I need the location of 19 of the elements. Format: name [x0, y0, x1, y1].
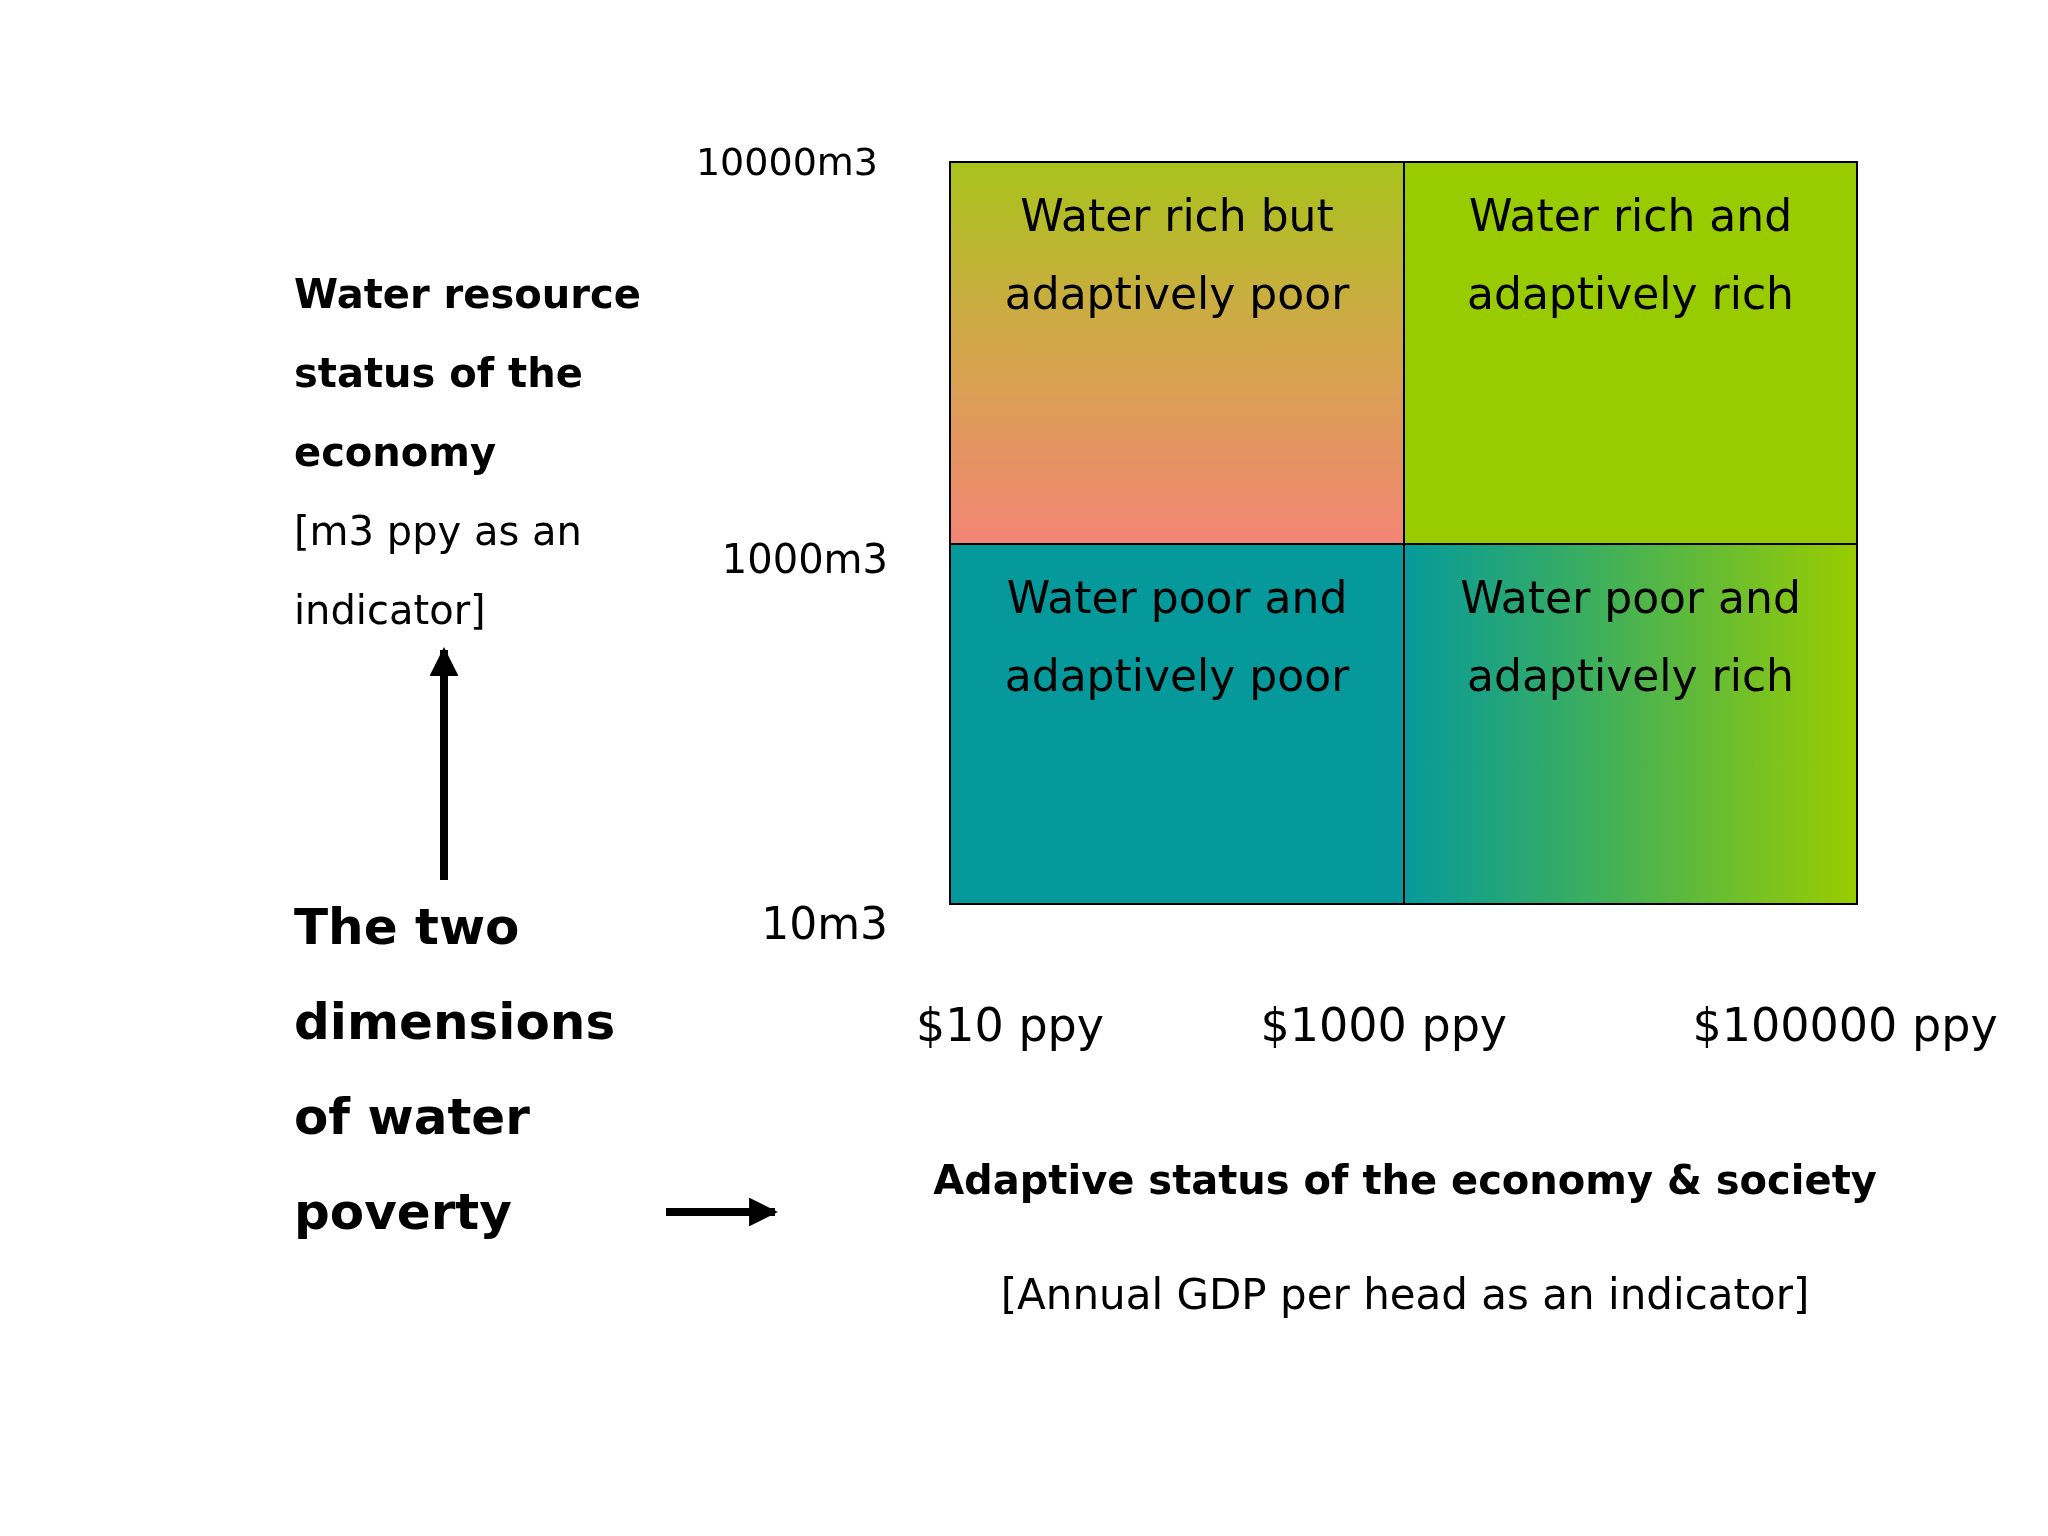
quadrant-cell [949, 161, 1403, 544]
cell-text: Water rich and adaptively rich [1466, 189, 1795, 321]
cell-text: Water rich but adaptively poor [1003, 189, 1351, 321]
axis-label: Adaptive status of the economy & society [932, 1156, 1878, 1205]
quadrant-cell [1403, 543, 1858, 905]
tick-label: $100000 ppy [1692, 998, 1998, 1052]
axis-label: Water resource status of the economy [294, 270, 642, 477]
quadrant-cell [1403, 161, 1858, 544]
quadrant-cell [949, 543, 1403, 905]
tick-label: 1000m3 [721, 536, 888, 582]
axis-note: [m3 ppy as an indicator] [294, 507, 583, 635]
tick-label: 10m3 [761, 898, 888, 949]
tick-label: $10 ppy [916, 998, 1105, 1052]
axis-note: [Annual GDP per head as an indicator] [999, 1269, 1811, 1321]
cell-text: Water poor and adaptively rich [1459, 571, 1802, 703]
node-label: The two dimensions of water poverty [294, 897, 617, 1243]
cell-text: Water poor and adaptively poor [1003, 571, 1351, 703]
tick-label: $1000 ppy [1260, 998, 1508, 1052]
tick-label: 10000m3 [695, 140, 878, 184]
